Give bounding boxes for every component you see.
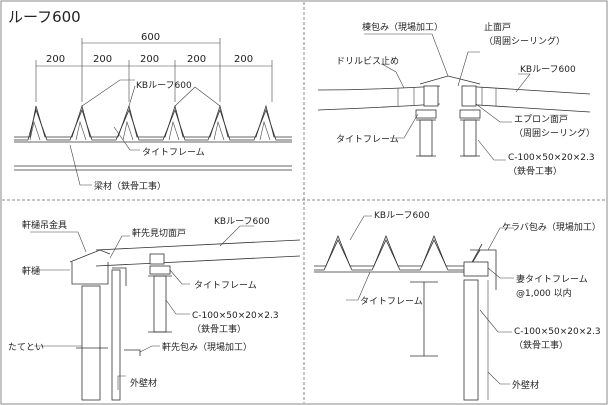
leaders-tr — [364, 33, 531, 161]
dim-total: 600 — [141, 32, 160, 43]
roof-profile-inner — [14, 108, 292, 141]
panel-roof-section: ルーフ600 600 200 200 200 200 200 — [8, 8, 292, 192]
label-tight-frame: タイトフレーム — [360, 296, 423, 307]
wall-flashing — [124, 349, 141, 356]
stop-filler-left — [423, 85, 439, 107]
tight-frame — [149, 265, 171, 275]
label-c-steel: C-100×50×20×2.3 — [508, 153, 595, 163]
downpipe — [81, 285, 101, 401]
label-drill-screw: ドリルビス止め — [336, 55, 399, 67]
roof-left-top — [317, 85, 441, 91]
c-channel — [148, 275, 172, 333]
label-gable-frame: 妻タイトフレーム — [516, 273, 588, 285]
label-exterior-wall: 外壁材 — [130, 377, 157, 389]
label-c-steel-sub: （鉄骨工事） — [192, 323, 246, 335]
stop-filler-right — [461, 85, 477, 107]
dim-4: 200 — [187, 54, 206, 65]
label-c-steel-sub: （鉄骨工事） — [514, 339, 568, 351]
label-gutter: 軒樋 — [22, 265, 40, 277]
gable-tight-frame — [463, 261, 489, 277]
label-kb-roof: KBルーフ600 — [520, 65, 576, 75]
exterior-wall — [111, 269, 121, 401]
panel-eave-detail: 軒樋吊金具 軒先見切面戸 KBルーフ600 軒樋 タイトフレーム C-100×5… — [8, 217, 301, 401]
label-tight-frame: タイトフレーム — [336, 134, 399, 145]
c-channel-left — [416, 119, 436, 157]
roof-profile — [14, 104, 292, 138]
label-c-steel: C-100×50×20×2.3 — [192, 311, 279, 321]
label-gutter-bracket: 軒樋吊金具 — [22, 219, 67, 231]
roof-bottom — [95, 255, 301, 267]
label-apron-filler: エプロン面戸 — [514, 114, 568, 125]
eave-filler — [149, 253, 165, 265]
leaders-bl — [30, 225, 254, 390]
label-kb-roof: KBルーフ600 — [214, 217, 270, 227]
dim-3: 200 — [140, 54, 159, 65]
label-stop-filler-sub: （周囲シーリング） — [484, 35, 565, 47]
dim-2: 200 — [93, 54, 112, 65]
exterior-wall — [463, 279, 479, 401]
c-channel-right — [460, 119, 480, 157]
roof-profile — [314, 234, 483, 267]
h-beam — [410, 281, 438, 357]
roof-right-top — [461, 85, 591, 95]
label-stop-filler: 止面戸 — [484, 21, 511, 33]
gutter-bracket — [69, 249, 111, 263]
roof-top — [95, 239, 301, 251]
label-eave-cover: 軒先包み（現場加工） — [162, 341, 252, 353]
eave-wrap — [112, 267, 127, 286]
label-gable-pitch: @1,000 以内 — [516, 287, 572, 299]
roof-left-bottom — [317, 103, 441, 111]
verge-cover — [470, 249, 497, 290]
label-kb-roof: KBルーフ600 — [374, 211, 430, 221]
label-verge-cover: ケラバ包み（現場加工） — [502, 221, 601, 233]
label-c-steel-sub: （鉄骨工事） — [508, 165, 562, 177]
panel-verge-detail: KBルーフ600 ケラバ包み（現場加工） タイトフレーム 妻タイトフレーム @1… — [314, 211, 601, 401]
label-downpipe: たてとい — [8, 342, 44, 353]
panel-title: ルーフ600 — [8, 8, 81, 26]
leaders-tl — [69, 79, 221, 186]
dim-extension-lines — [35, 38, 273, 102]
tight-frame-left — [415, 109, 437, 119]
label-exterior-wall: 外壁材 — [512, 379, 539, 391]
label-c-steel: C-100×50×20×2.3 — [514, 327, 601, 337]
tight-frame-right — [459, 109, 481, 119]
label-ridge-cover: 棟包み（現場加工） — [362, 21, 443, 33]
roof-ribs — [397, 87, 497, 106]
roof-profile-inner — [314, 239, 481, 271]
gutter — [71, 262, 109, 285]
ridge-cover — [419, 75, 481, 85]
label-eave-filler: 軒先見切面戸 — [132, 227, 186, 239]
dim-5: 200 — [234, 54, 253, 65]
label-tight-frame: タイトフレーム — [194, 280, 257, 291]
label-beam: 梁材（鉄骨工事） — [94, 180, 166, 192]
leaders-br — [346, 215, 514, 385]
panel-ridge-detail: 棟包み（現場加工） 止面戸 （周囲シーリング） ドリルビス止め KBルーフ600… — [317, 21, 595, 177]
label-apron-filler-sub: （周囲シーリング） — [514, 127, 595, 139]
label-kb-roof: KBルーフ600 — [136, 81, 192, 91]
tight-frames — [29, 120, 271, 141]
dim-1: 200 — [46, 54, 65, 65]
label-tight-frame: タイトフレーム — [142, 147, 205, 158]
